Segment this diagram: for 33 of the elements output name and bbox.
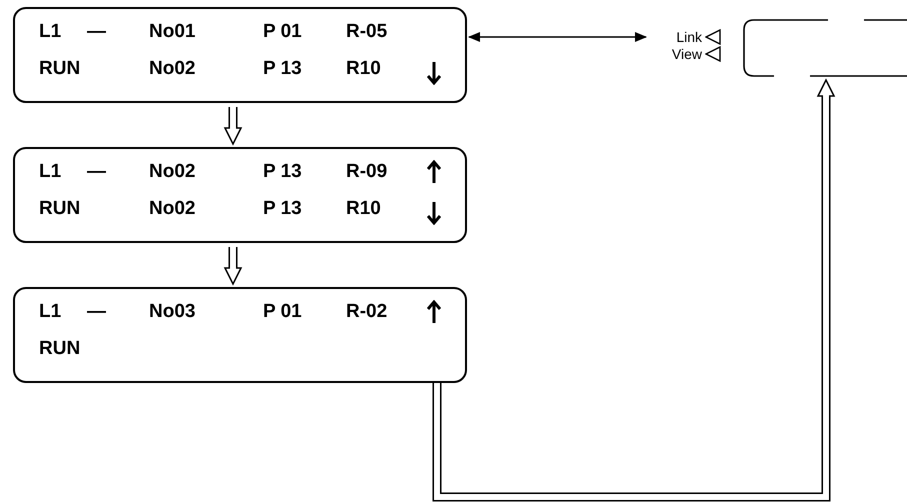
- double-arrow: [468, 32, 647, 42]
- indicator-label: View: [672, 46, 702, 62]
- display-text: R-05: [346, 21, 388, 43]
- display-text: RUN: [39, 198, 80, 220]
- display-text: L1: [39, 301, 62, 323]
- display-text: P 01: [263, 21, 302, 43]
- display-panel: [13, 147, 467, 243]
- display-text: No02: [149, 58, 196, 80]
- hollow-arrow: [432, 78, 836, 502]
- display-text: —: [87, 161, 106, 183]
- display-text: RUN: [39, 58, 80, 80]
- hollow-arrow: [224, 247, 242, 286]
- display-text: P 13: [263, 198, 302, 220]
- display-text: RUN: [39, 338, 80, 360]
- display-text: P 01: [263, 301, 302, 323]
- display-text: P 13: [263, 161, 302, 183]
- display-panel: [13, 7, 467, 103]
- display-text: P 13: [263, 58, 302, 80]
- display-text: L1: [39, 21, 62, 43]
- display-text: No03: [149, 301, 196, 323]
- display-text: —: [87, 21, 106, 43]
- display-text: R10: [346, 58, 381, 80]
- display-text: No01: [149, 21, 196, 43]
- display-text: —: [87, 301, 106, 323]
- hollow-arrow: [224, 107, 242, 146]
- display-text: L1: [39, 161, 62, 183]
- display-text: No02: [149, 198, 196, 220]
- display-text: R-02: [346, 301, 388, 323]
- display-text: No02: [149, 161, 196, 183]
- display-text: R-09: [346, 161, 388, 183]
- display-panel: [13, 287, 467, 383]
- display-text: R10: [346, 198, 381, 220]
- indicator-label: Link: [676, 29, 702, 45]
